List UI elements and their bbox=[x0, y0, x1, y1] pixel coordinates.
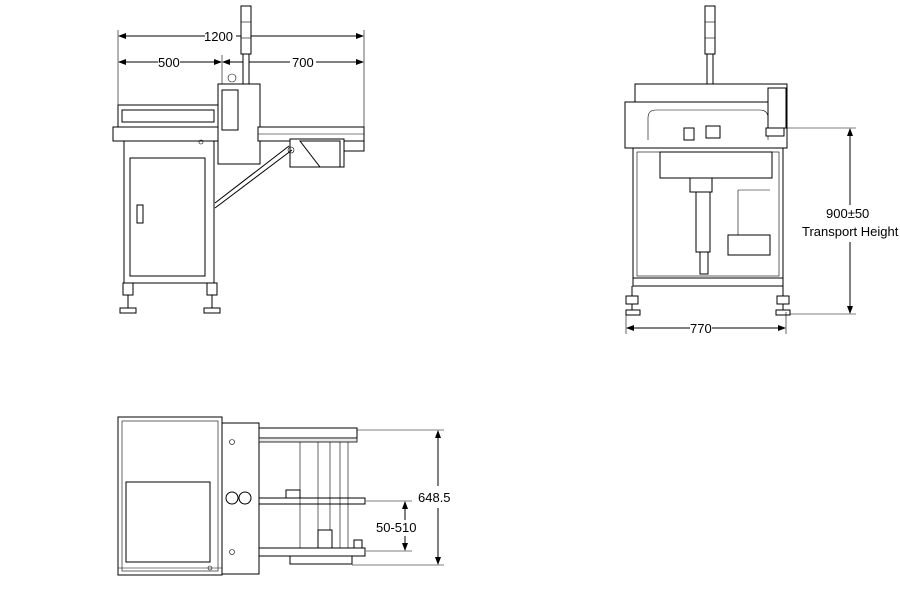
dim-right-length: 700 bbox=[292, 55, 314, 70]
side-view bbox=[112, 5, 365, 314]
dim-adjust-range: 50-510 bbox=[376, 520, 416, 535]
dim-depth: 648.5 bbox=[418, 490, 451, 505]
dim-transport-height-label: Transport Height bbox=[802, 224, 899, 239]
top-view bbox=[117, 416, 444, 576]
front-view bbox=[624, 5, 856, 334]
dim-left-length: 500 bbox=[158, 55, 180, 70]
dim-overall-length: 1200 bbox=[204, 29, 233, 44]
dim-width: 770 bbox=[690, 321, 712, 336]
dim-transport-height-value: 900±50 bbox=[826, 206, 869, 221]
